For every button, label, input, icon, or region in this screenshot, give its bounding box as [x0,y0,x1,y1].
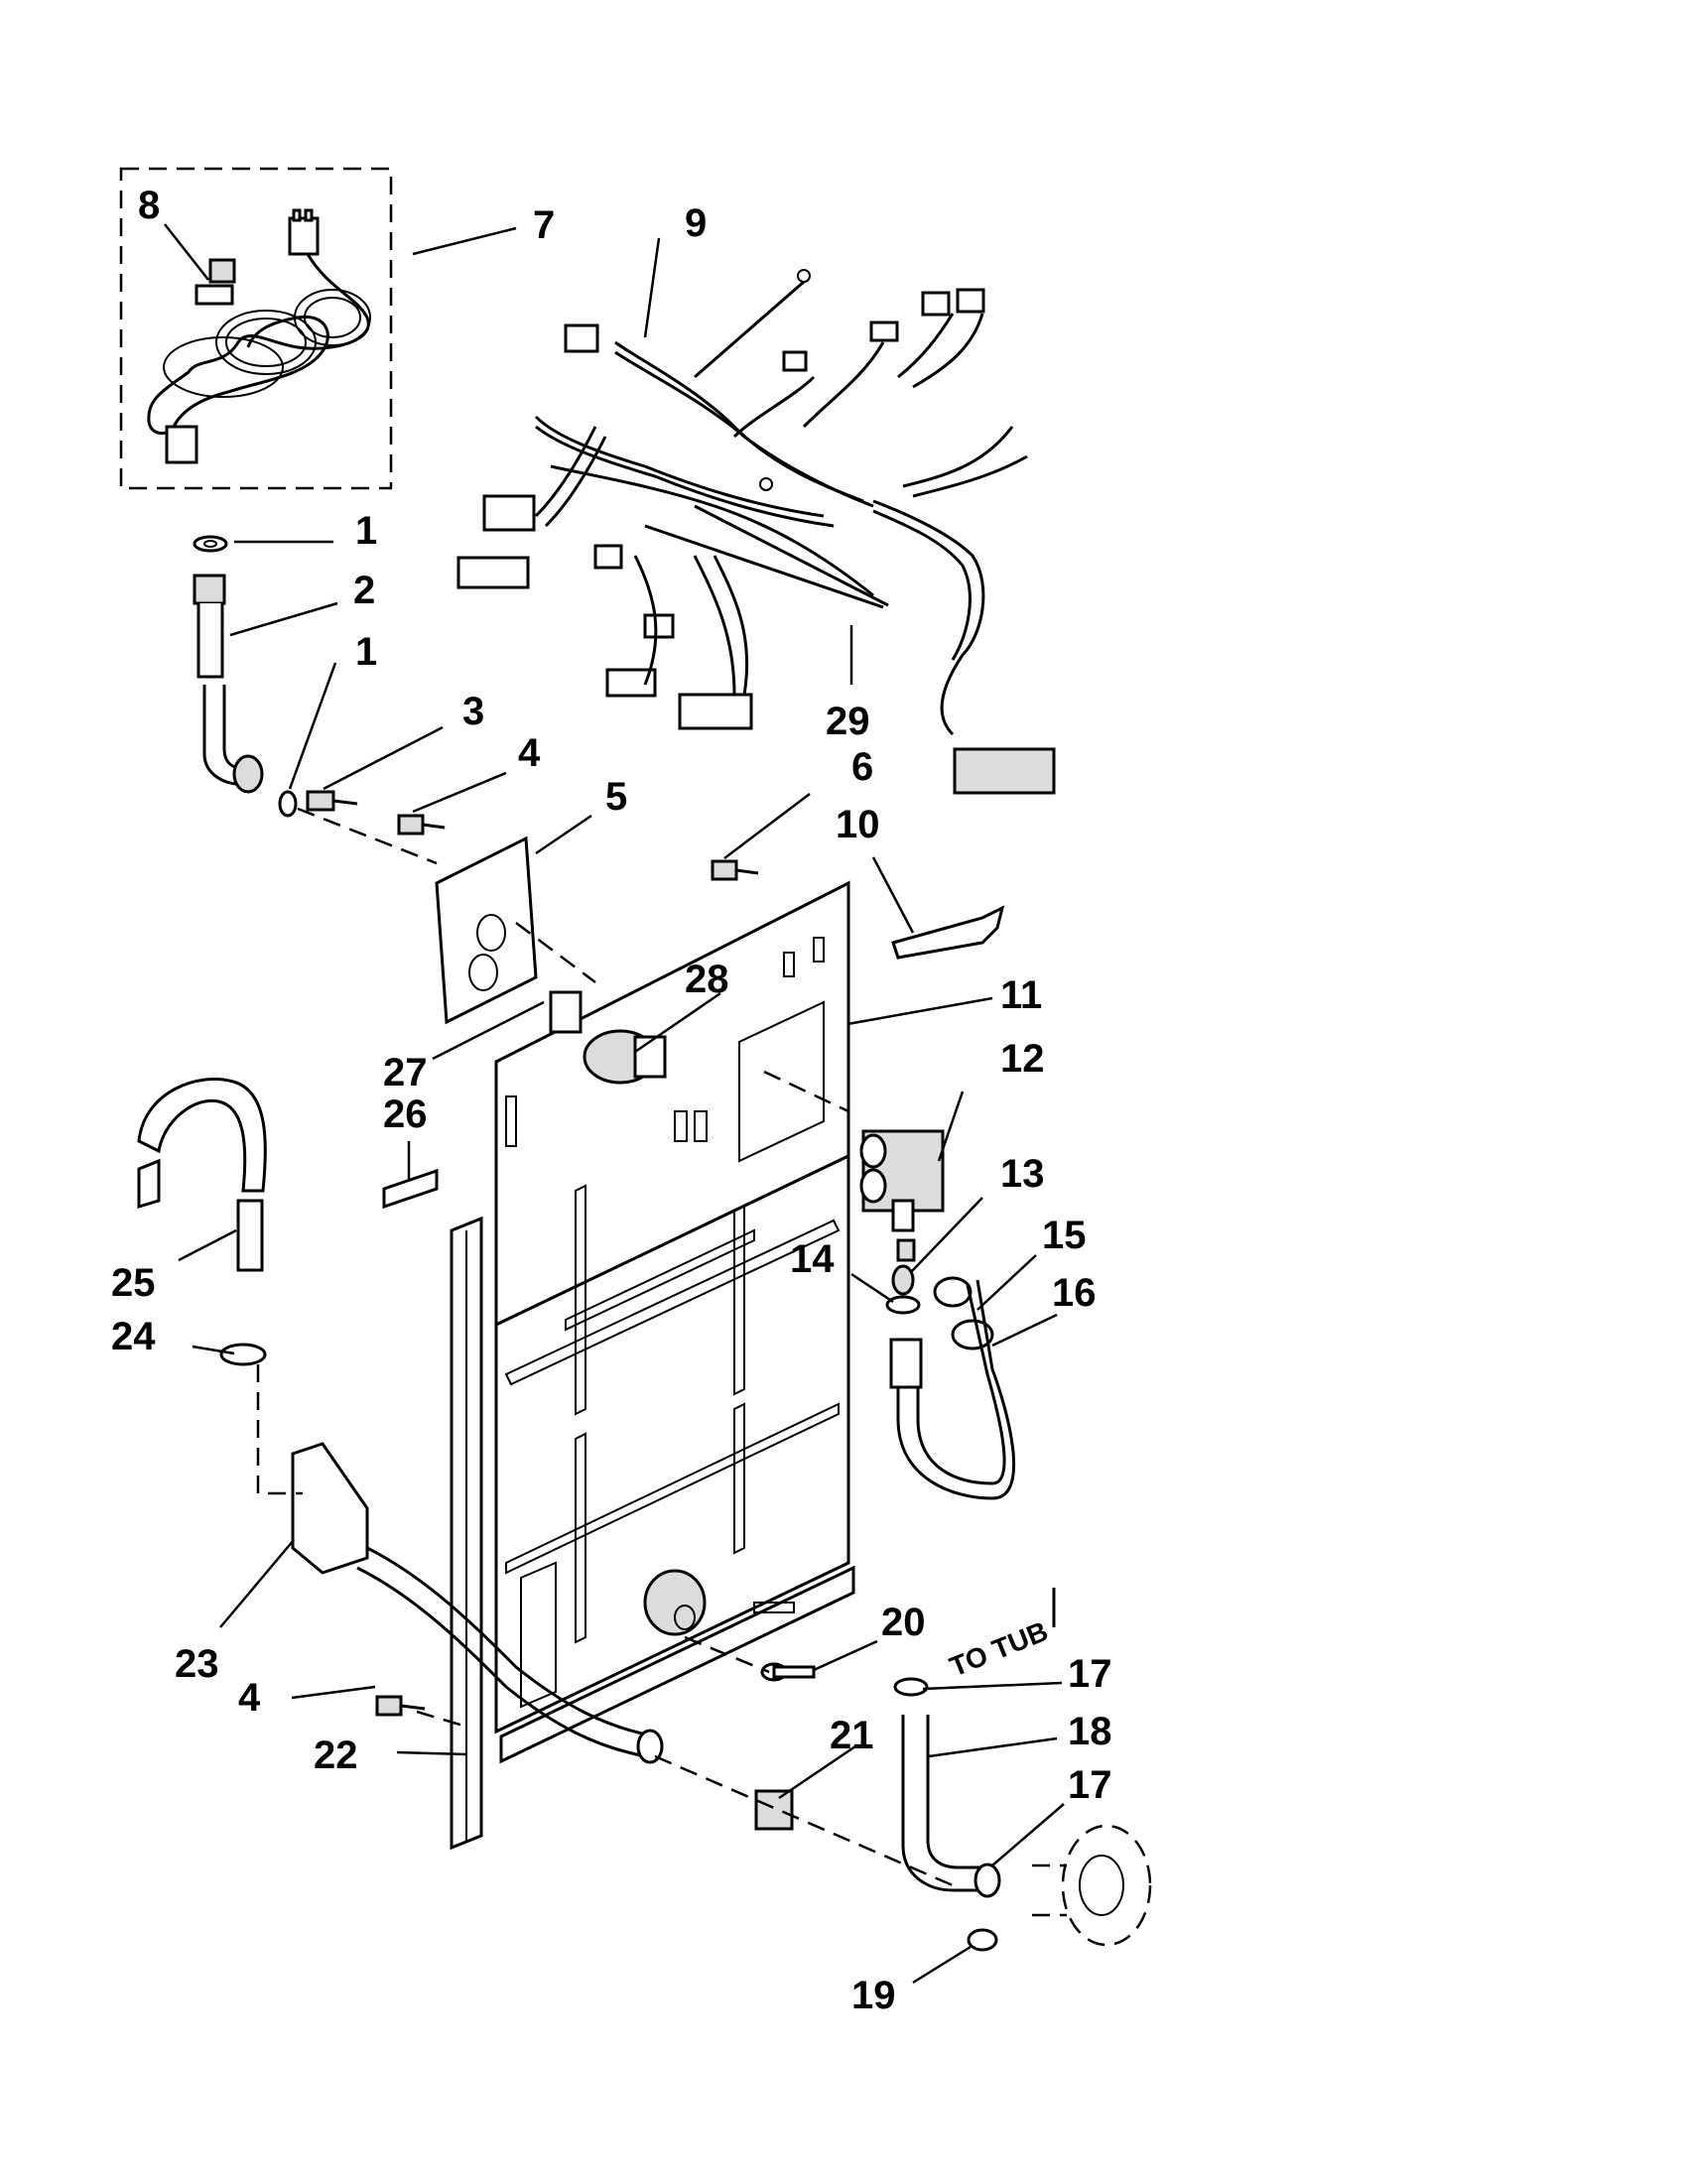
callout-1: 1 [355,509,377,553]
callout-16: 16 [1052,1271,1097,1315]
callout-3: 3 [462,690,484,733]
wire-harness [456,269,1056,795]
callout-5: 5 [605,775,627,819]
callout-22: 22 [314,1734,358,1777]
callout-20: 20 [881,1601,926,1644]
callout-12: 12 [1000,1037,1045,1081]
callout-4: 4 [238,1676,261,1720]
to-tub-annotation: TO TUB [946,1588,1056,1683]
power-cord-kit [119,167,393,490]
pump-drain-hose [893,1677,1152,1952]
to-tub-label: TO TUB [946,1615,1053,1683]
drain-hose-hook [137,1078,267,1366]
callout-1: 1 [355,630,377,674]
callout-6: 6 [851,745,873,789]
hose-bracket [891,905,1005,960]
clip [382,1168,439,1210]
callout-15: 15 [1042,1214,1087,1257]
callout-11: 11 [1000,973,1042,1017]
callout-27: 27 [383,1051,428,1094]
callout-2: 2 [353,569,375,612]
callout-numbers: 1 2 1 3 4 5 6 7 8 9 10 11 12 13 14 15 16… [111,184,1112,2017]
callout-21: 21 [830,1714,874,1757]
callout-14: 14 [790,1237,835,1281]
bracket-plate [435,835,538,1025]
callout-18: 18 [1068,1710,1112,1753]
hardware-screws [278,790,759,1717]
callout-19: 19 [851,1974,896,2017]
callout-26: 26 [383,1092,428,1136]
callout-25: 25 [111,1261,156,1305]
drain-hose-guide [291,1442,664,1764]
side-rail [450,1216,483,1851]
callout-28: 28 [685,958,729,1001]
callout-17: 17 [1068,1763,1112,1807]
callout-13: 13 [1000,1152,1045,1196]
strain-relief [195,258,236,306]
inlet-hose-assembly [193,535,264,794]
callout-23: 23 [175,1642,219,1686]
callout-7: 7 [533,203,555,247]
fill-hose [885,1264,1016,1500]
drain-plug [754,1662,816,1831]
water-inlet-valve [859,1129,945,1262]
callout-9: 9 [685,201,707,245]
assembly-paths [256,807,954,1887]
pressure-switch [549,990,667,1085]
callout-17: 17 [1068,1652,1112,1696]
callout-10: 10 [836,803,880,846]
callout-4: 4 [518,731,541,775]
leader-lines [164,223,1065,1985]
callout-24: 24 [111,1315,156,1358]
rear-panel [494,880,855,1764]
callout-8: 8 [138,184,160,227]
callout-29: 29 [826,700,870,743]
